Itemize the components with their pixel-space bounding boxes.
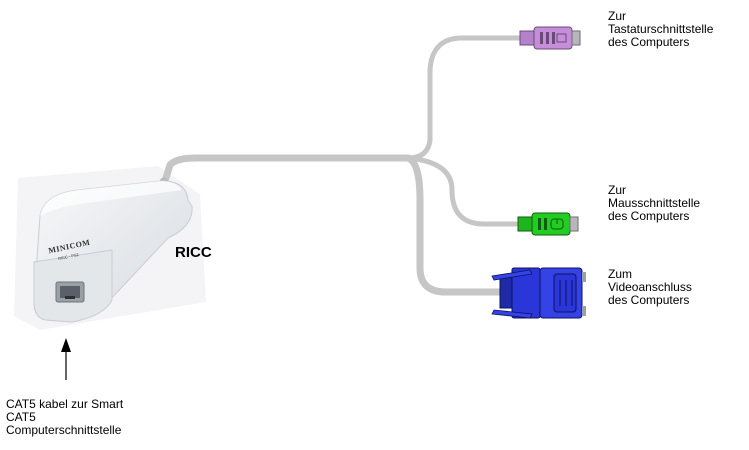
cat5-label-line: Computerschnittstelle — [6, 423, 122, 437]
cat5-port-label: CAT5 kabel zur Smart CAT5 Computerschnit… — [6, 398, 123, 437]
cat5-label-line: CAT5 — [6, 410, 36, 424]
device-name-label: RICC — [175, 244, 212, 261]
keyboard-cable — [405, 35, 525, 161]
cat5-label-line: CAT5 kabel zur Smart — [6, 397, 124, 411]
video-label-line: Videoanschluss — [608, 280, 692, 294]
keyboard-label-line: des Computers — [608, 35, 690, 49]
rj45-port — [55, 281, 85, 303]
ps2-mouse-plug-icon — [517, 212, 579, 236]
main-cable — [162, 154, 412, 182]
mouse-label-line: Mausschnittstelle — [608, 196, 701, 210]
mouse-label-line: Zur — [608, 183, 626, 197]
video-label-line: des Computers — [608, 293, 690, 307]
video-cable — [404, 154, 516, 296]
mouse-port-label: Zur Mausschnittstelle des Computers — [608, 184, 700, 223]
keyboard-label-line: Tastaturschnittstelle — [608, 22, 714, 36]
vga-plug-icon — [491, 267, 586, 319]
video-label-line: Zum — [608, 267, 632, 281]
video-port-label: Zum Videoanschluss des Computers — [608, 268, 692, 307]
ricc-device — [33, 180, 193, 323]
mouse-label-line: des Computers — [608, 209, 690, 223]
up-arrow-icon — [61, 338, 71, 380]
keyboard-port-label: Zur Tastaturschnittstelle des Computers — [608, 10, 713, 49]
mouse-cable — [405, 155, 523, 227]
keyboard-label-line: Zur — [608, 9, 626, 23]
ps2-keyboard-plug-icon — [519, 26, 581, 50]
cable-bundle — [159, 35, 525, 296]
